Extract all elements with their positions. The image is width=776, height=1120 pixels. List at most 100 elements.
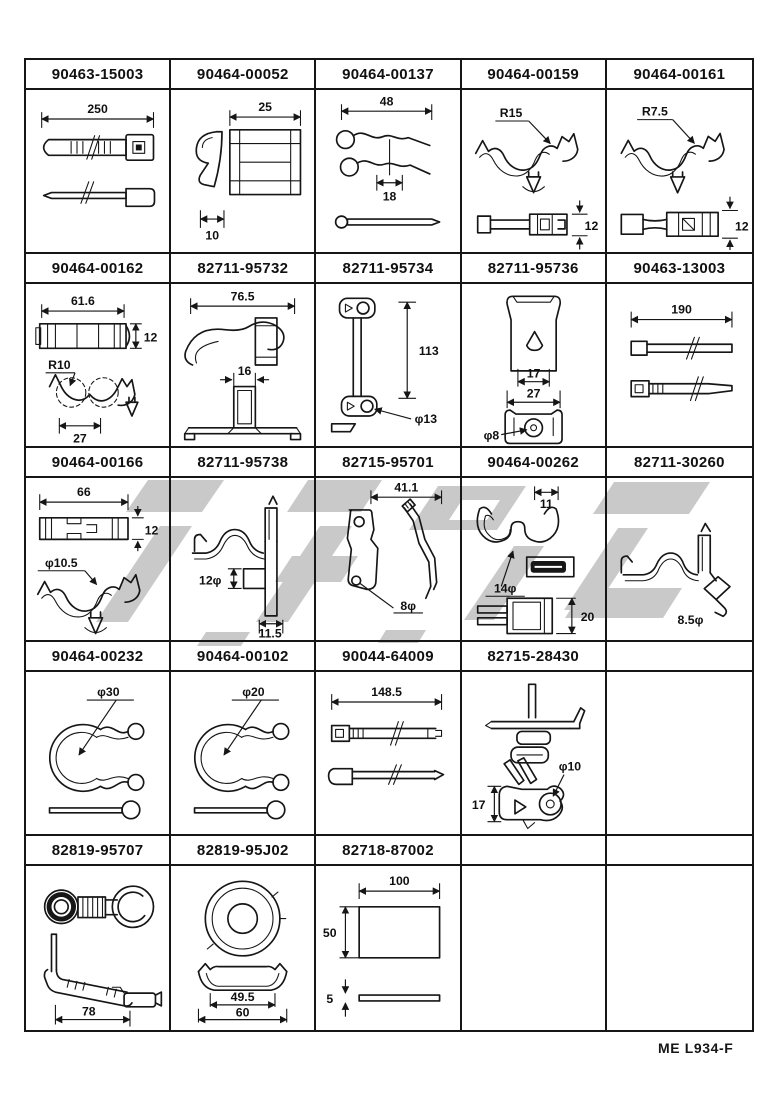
parts-table: 90463-15003 250 90464-00052 25 — [24, 58, 754, 1032]
dim-label: 113 — [419, 344, 439, 358]
dim-label: φ20 — [242, 685, 265, 699]
dim-label: 66 — [77, 485, 91, 499]
part-number: 90464-00162 — [26, 254, 170, 284]
dim-label: 48 — [380, 94, 394, 108]
part-drawing: 113 φ13 — [331, 297, 439, 433]
part-drawing: 250 — [40, 102, 156, 208]
part-cell: 90464-00102 φ20 — [171, 642, 317, 836]
part-cell: 90464-00162 61.6 12 R10 27 — [26, 254, 172, 448]
part-drawing: 148.5 — [328, 685, 445, 786]
dim-label: 60 — [236, 1006, 250, 1020]
dim-label: 27 — [73, 431, 87, 445]
dim-label: 78 — [82, 1005, 96, 1019]
dim-label: 10 — [206, 229, 220, 243]
dim-label: 148.5 — [372, 685, 403, 699]
dim-label: 5 — [327, 992, 334, 1006]
dim-label: 12 — [735, 219, 749, 233]
part-drawing: 48 18 — [335, 94, 441, 229]
dim-label: 27 — [526, 386, 540, 400]
part-number: 90044-64009 — [316, 642, 460, 672]
part-number: 82715-28430 — [461, 642, 605, 672]
part-drawing: 190 — [630, 303, 733, 402]
part-drawing: φ30 — [48, 685, 145, 820]
part-number: 82718-87002 — [316, 836, 460, 866]
part-cell: 82715-28430 φ10 17 — [461, 642, 607, 836]
part-cell: 82711-95732 76.5 16 — [171, 254, 317, 448]
part-number: 90464-00102 — [171, 642, 315, 672]
part-number: 90463-13003 — [606, 254, 752, 284]
part-drawing: 12φ 11.5 — [191, 495, 284, 640]
dim-label: 11.5 — [259, 626, 282, 640]
dim-label: 50 — [323, 926, 337, 940]
dim-label: 61.6 — [71, 294, 95, 308]
part-number — [606, 642, 752, 672]
dim-label: 25 — [259, 100, 273, 114]
part-cell-empty — [606, 642, 752, 836]
part-drawing: R15 12 — [474, 106, 598, 250]
dim-label: φ13 — [415, 412, 438, 426]
part-drawing: 76.5 16 — [184, 289, 302, 441]
part-number: 90464-00137 — [316, 60, 460, 90]
part-cell: 82711-30260 8.5φ — [606, 448, 752, 642]
dim-label: 76.5 — [231, 289, 255, 303]
dim-label: 250 — [87, 102, 108, 116]
part-number: 90464-00232 — [26, 642, 170, 672]
part-drawing: 17 27 φ8 — [483, 295, 563, 445]
dim-label: 49.5 — [231, 990, 255, 1004]
part-cell: 82718-87002 100 50 5 — [316, 836, 462, 1030]
part-number: 82715-95701 — [316, 448, 460, 478]
part-cell-empty — [461, 836, 607, 1030]
empty-cell-body — [462, 866, 605, 1030]
part-cell: 90464-00232 φ30 — [26, 642, 172, 836]
dim-label: 190 — [671, 303, 692, 317]
part-cell: 90464-00166 66 12 φ10.5 — [26, 448, 172, 642]
part-number: 90464-00161 — [606, 60, 752, 90]
part-drawing: φ20 — [193, 685, 290, 820]
part-cell: 90463-13003 190 — [606, 254, 752, 448]
part-cell: 82711-95738 12φ 11.5 — [171, 448, 317, 642]
part-drawing: 100 50 5 — [323, 874, 441, 1017]
dim-label: φ10.5 — [45, 556, 78, 570]
part-number: 82711-30260 — [606, 448, 752, 478]
dim-label: 12φ — [199, 574, 222, 588]
dim-label: 17 — [471, 798, 485, 812]
dim-label: 14φ — [494, 581, 517, 595]
part-cell-empty — [606, 836, 752, 1030]
part-number: 90463-15003 — [26, 60, 170, 90]
dim-label: φ10 — [558, 760, 581, 774]
part-cell: 82711-95736 17 27 φ8 — [461, 254, 607, 448]
part-cell: 90463-15003 250 — [26, 60, 172, 254]
dim-label: 12 — [144, 330, 158, 344]
empty-cell-body — [607, 866, 752, 1030]
part-number: 90464-00262 — [461, 448, 605, 478]
part-number: 90464-00166 — [26, 448, 170, 478]
part-number: 82711-95738 — [171, 448, 315, 478]
part-drawing: 41.1 8φ — [346, 480, 443, 614]
part-drawing: 8.5φ — [620, 522, 731, 627]
dim-label: R7.5 — [642, 105, 668, 119]
part-drawing: R7.5 12 — [620, 105, 749, 251]
dim-label: φ30 — [97, 685, 120, 699]
dim-label: 100 — [390, 874, 411, 888]
part-number: 82819-95J02 — [171, 836, 315, 866]
part-cell: 82819-95J02 49.5 60 — [171, 836, 317, 1030]
dim-label: R15 — [499, 106, 522, 120]
empty-cell-body — [607, 672, 752, 834]
dim-label: 18 — [383, 189, 397, 203]
dim-label: 8.5φ — [677, 613, 703, 627]
part-cell: 90464-00161 R7.5 12 — [606, 60, 752, 254]
part-number: 82711-95734 — [316, 254, 460, 284]
part-cell: 90044-64009 148.5 — [316, 642, 462, 836]
part-cell: 90464-00052 25 10 — [171, 60, 317, 254]
part-number: 82819-95707 — [26, 836, 170, 866]
part-number: 82711-95736 — [461, 254, 605, 284]
dim-label: 12 — [584, 219, 598, 233]
dim-label: φ8 — [483, 429, 499, 443]
part-drawing: 25 10 — [195, 100, 302, 243]
part-number: 82711-95732 — [171, 254, 315, 284]
page-code: ME L934-F — [658, 1040, 734, 1056]
dim-label: 8φ — [401, 599, 417, 613]
part-number — [606, 836, 752, 866]
part-drawing: φ10 17 — [471, 683, 586, 830]
